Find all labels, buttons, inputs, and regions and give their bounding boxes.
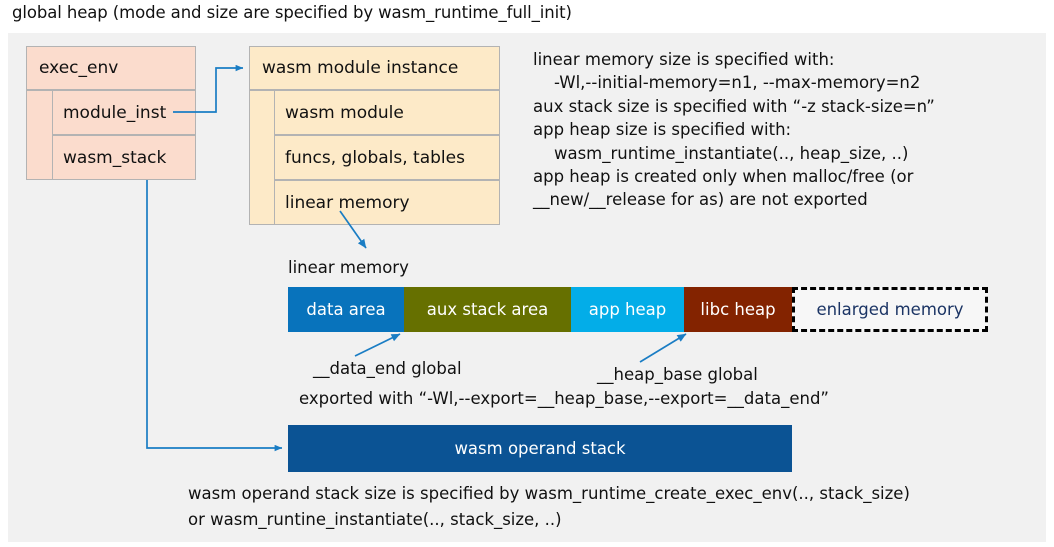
exec-env-header: exec_env [39, 58, 119, 78]
linear-memory-spec-note: linear memory size is specified with: -W… [533, 50, 935, 210]
memory-segment-aux-stack-area: aux stack area [404, 287, 571, 332]
module-instance-field-linear-memory: linear memory [274, 180, 500, 225]
data-end-annotation: __data_end global [313, 359, 462, 378]
memory-segment-label: aux stack area [426, 300, 549, 319]
module-instance-box: wasm module instance [249, 46, 500, 90]
wasm-operand-stack-bar: wasm operand stack [288, 425, 792, 472]
exec-env-field-wasm-stack: wasm_stack [52, 135, 196, 180]
exported-with-annotation: exported with “-Wl,--export=__heap_base,… [299, 389, 829, 408]
module-instance-field-funcs-globals-tables: funcs, globals, tables [274, 135, 500, 180]
exec-env-field-module-inst: module_inst [52, 90, 196, 135]
linear-memory-bar: data area aux stack area app heap libc heap… [288, 287, 988, 332]
memory-segment-label: app heap [588, 300, 667, 319]
memory-segment-app-heap: app heap [571, 287, 684, 332]
memory-segment-label: data area [306, 300, 386, 319]
memory-segment-enlarged-memory: enlarged memory [792, 287, 988, 332]
memory-segment-label: enlarged memory [816, 300, 964, 319]
exec-env-box: exec_env [26, 46, 196, 90]
exec-env-field-wasm-stack-label: wasm_stack [63, 147, 167, 168]
module-instance-field-wasm-module-label: wasm module [285, 102, 404, 123]
diagram-title: global heap (mode and size are specified… [12, 3, 572, 22]
wasm-operand-stack-label: wasm operand stack [454, 439, 626, 458]
module-instance-field-funcs-globals-tables-label: funcs, globals, tables [285, 147, 465, 168]
memory-segment-label: libc heap [700, 300, 776, 319]
module-instance-field-linear-memory-label: linear memory [285, 192, 410, 213]
exec-env-field-module-inst-label: module_inst [63, 102, 167, 123]
operand-stack-size-note: wasm operand stack size is specified by … [188, 484, 910, 529]
module-instance-header: wasm module instance [262, 58, 459, 78]
linear-memory-bar-label: linear memory [288, 258, 409, 277]
heap-base-annotation: __heap_base global [597, 365, 758, 384]
memory-segment-data-area: data area [288, 287, 404, 332]
memory-segment-libc-heap: libc heap [684, 287, 792, 332]
module-instance-field-wasm-module: wasm module [274, 90, 500, 135]
